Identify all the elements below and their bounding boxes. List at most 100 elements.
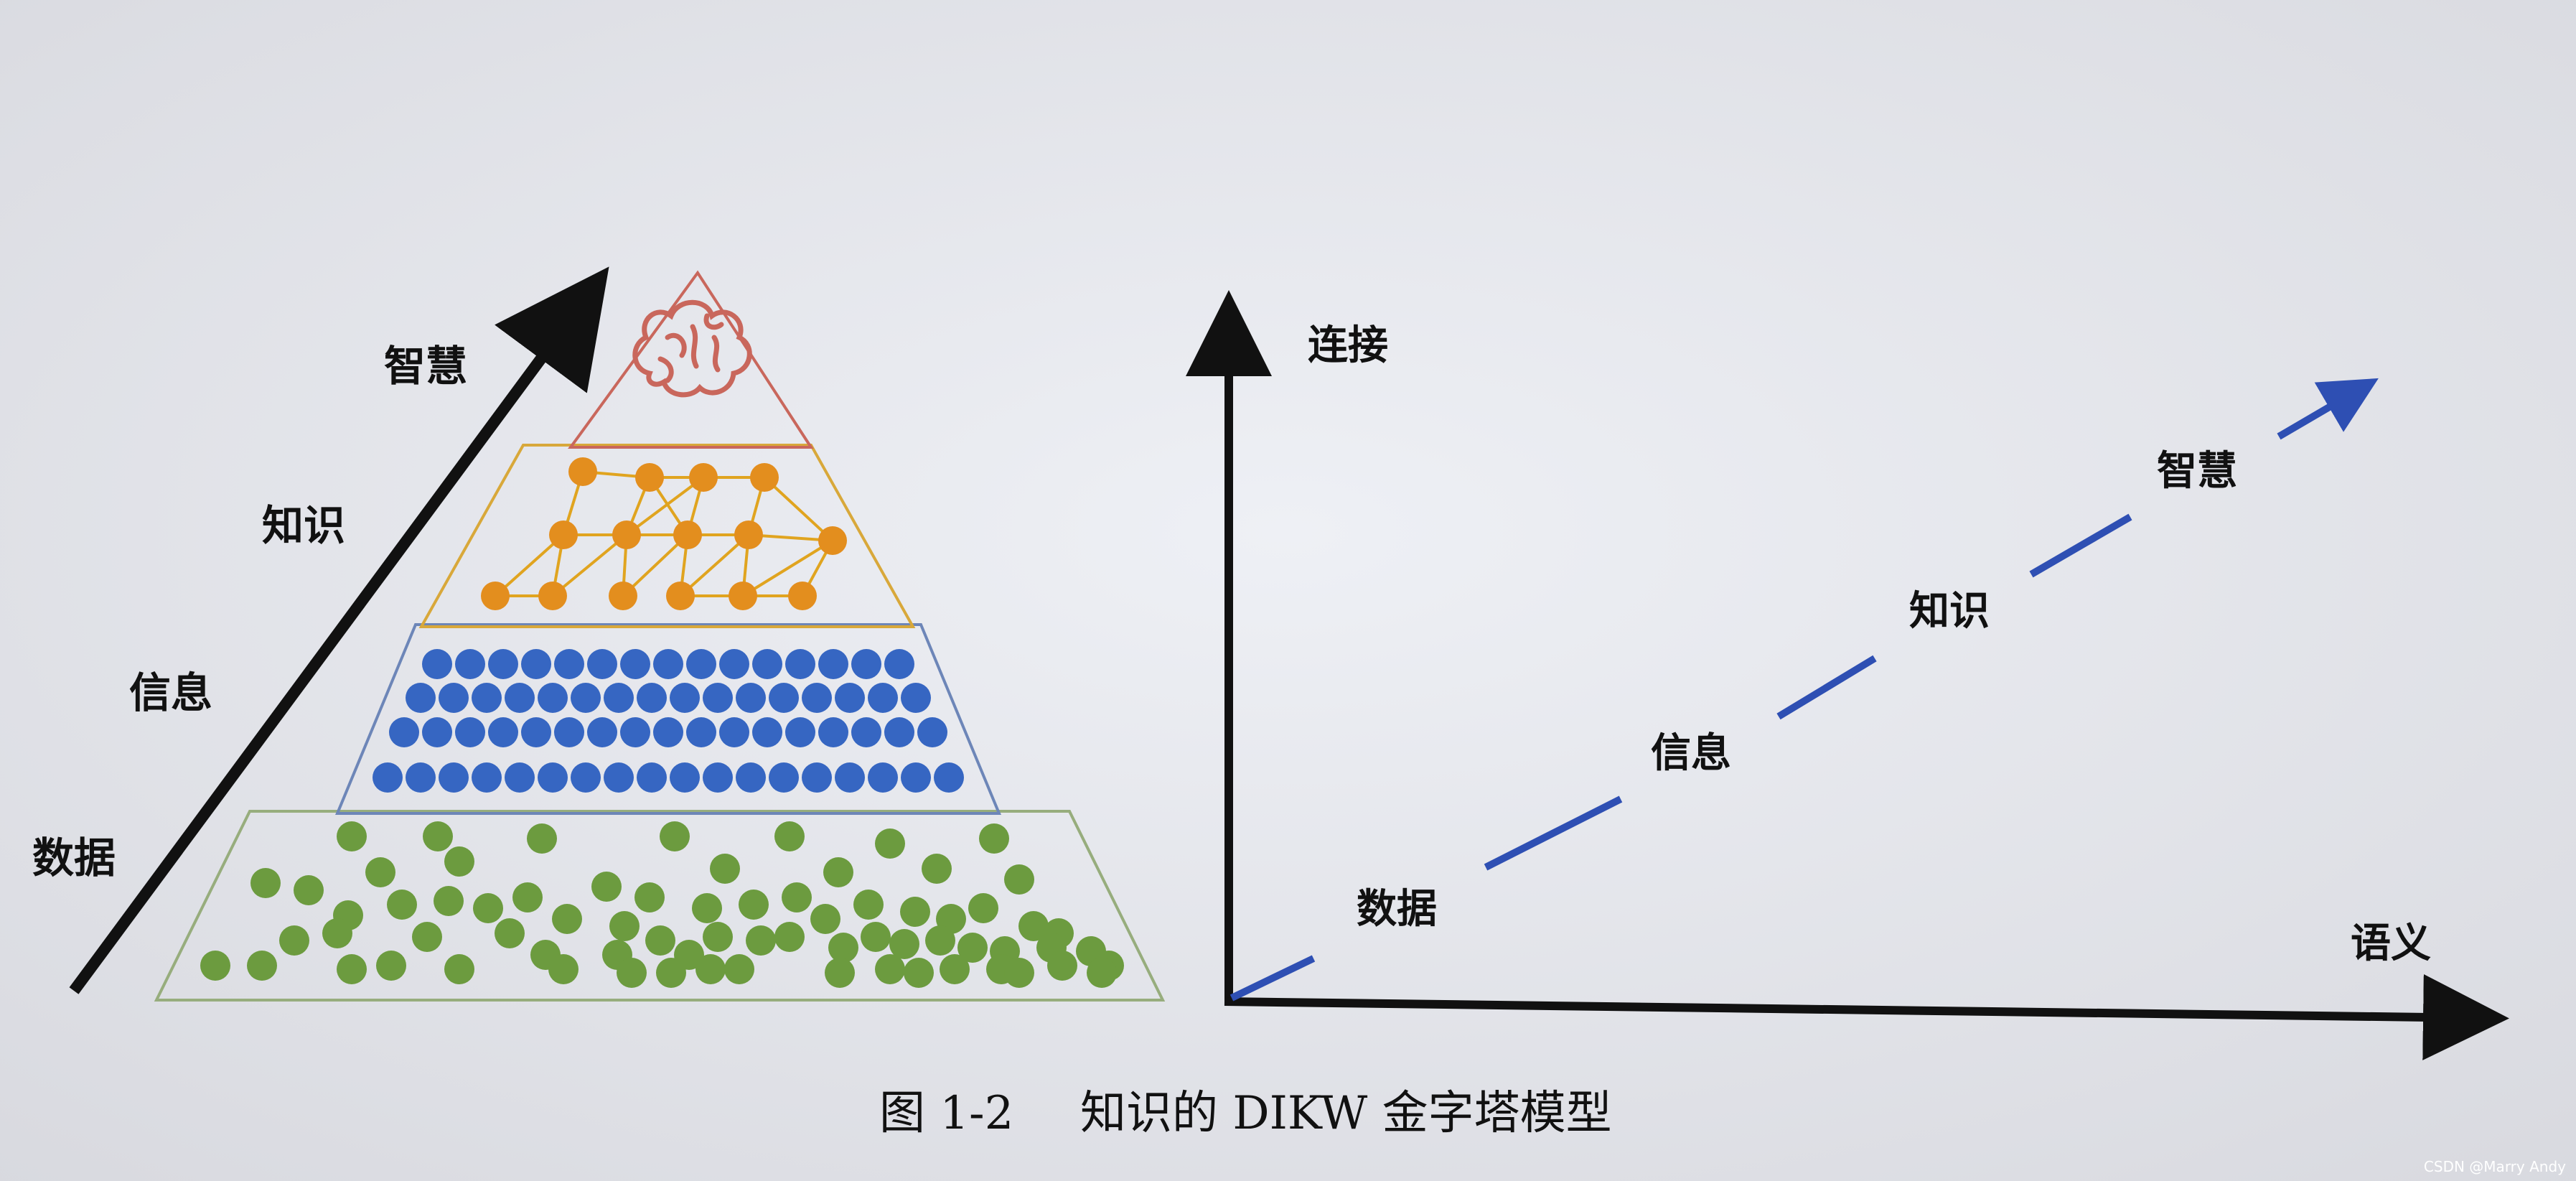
information-dot xyxy=(686,717,716,747)
data-dot xyxy=(823,857,853,887)
knowledge-link xyxy=(741,539,834,597)
knowledge-node xyxy=(666,582,695,610)
information-dot xyxy=(505,762,535,793)
data-dot xyxy=(900,897,930,927)
data-dot xyxy=(337,954,367,984)
caption-title: 知识的 DIKW 金字塔模型 xyxy=(1080,1087,1612,1140)
knowledge-link xyxy=(622,533,689,597)
information-dot xyxy=(752,649,782,679)
watermark: CSDN @Marry Andy xyxy=(2424,1158,2566,1175)
information-dot xyxy=(901,683,931,713)
data-dot xyxy=(1018,911,1049,941)
data-dot xyxy=(279,925,309,956)
information-dot xyxy=(884,649,914,679)
information-dot xyxy=(455,717,485,747)
data-dot xyxy=(1004,864,1034,895)
chart-label-wisdom: 智慧 xyxy=(2157,448,2237,495)
data-dot xyxy=(434,886,464,916)
data-dot xyxy=(922,854,952,884)
chart-label-knowledge: 知识 xyxy=(1909,588,1990,635)
information-dot xyxy=(769,762,799,793)
data-dot xyxy=(695,954,726,984)
chart-label-data: 数据 xyxy=(1357,886,1437,933)
brain-icon xyxy=(632,299,752,398)
data-dot xyxy=(591,872,622,902)
information-dot xyxy=(406,683,436,713)
information-dot xyxy=(521,717,551,747)
data-dot xyxy=(634,882,665,912)
data-dot xyxy=(444,954,474,984)
data-dot xyxy=(828,933,858,963)
information-dot xyxy=(835,762,865,793)
data-dot xyxy=(337,821,367,851)
data-dot xyxy=(656,958,686,988)
knowledge-node xyxy=(673,521,702,549)
information-dot xyxy=(587,717,617,747)
knowledge-link xyxy=(679,533,750,597)
information-dot xyxy=(554,717,584,747)
data-dot xyxy=(294,875,324,905)
information-dot xyxy=(785,649,815,679)
knowledge-network xyxy=(481,457,847,610)
information-dot xyxy=(736,683,766,713)
pyramid-label-knowledge: 知识 xyxy=(262,501,345,550)
data-dot xyxy=(412,922,442,952)
information-dot xyxy=(422,717,452,747)
information-dot xyxy=(472,683,502,713)
data-dot xyxy=(746,925,776,956)
data-dot xyxy=(548,954,579,984)
information-dot xyxy=(736,762,766,793)
knowledge-link xyxy=(551,533,628,597)
knowledge-node xyxy=(750,463,779,492)
data-dot xyxy=(423,821,453,851)
information-dot xyxy=(670,683,700,713)
trend-segment xyxy=(1776,655,1877,720)
information-dot xyxy=(488,717,518,747)
data-dot xyxy=(861,922,891,952)
data-dot xyxy=(782,882,812,912)
knowledge-node xyxy=(612,521,641,549)
data-dot xyxy=(250,868,281,898)
data-dot xyxy=(904,958,934,988)
knowledge-link xyxy=(625,476,705,536)
knowledge-node xyxy=(549,521,578,549)
knowledge-link xyxy=(763,476,834,542)
information-dot xyxy=(752,717,782,747)
dikw-chart-panel: 连接 语义 数据 信息 知识 智慧 xyxy=(1186,290,2509,1060)
pyramid-panel: 智慧 知识 信息 数据 xyxy=(32,266,1166,1002)
information-dot xyxy=(538,762,568,793)
data-dot xyxy=(495,918,525,948)
information-dot xyxy=(653,649,683,679)
knowledge-node xyxy=(818,526,847,555)
data-dot xyxy=(609,911,640,941)
information-dot xyxy=(422,649,452,679)
information-dot xyxy=(653,717,683,747)
information-dot xyxy=(818,649,848,679)
information-dot xyxy=(604,762,634,793)
data-dot xyxy=(322,918,352,948)
x-axis-label: 语义 xyxy=(2351,920,2431,967)
information-dot xyxy=(901,762,931,793)
data-dot xyxy=(925,925,955,956)
data-dot xyxy=(979,823,1009,854)
knowledge-node xyxy=(729,582,757,610)
data-dot xyxy=(692,893,722,923)
information-dot xyxy=(455,649,485,679)
knowledge-node xyxy=(609,582,637,610)
data-dot xyxy=(365,857,395,887)
data-dots xyxy=(200,821,1124,988)
trend-segment xyxy=(1484,795,1623,871)
trend-segment xyxy=(1230,955,1316,1002)
data-dot xyxy=(617,958,647,988)
information-dot xyxy=(703,683,733,713)
data-dot xyxy=(660,821,690,851)
data-dot xyxy=(473,893,503,923)
information-dot xyxy=(851,649,881,679)
data-dot xyxy=(645,925,675,956)
data-dot xyxy=(444,846,474,877)
knowledge-link xyxy=(494,533,565,597)
information-dot xyxy=(884,717,914,747)
y-axis-label: 连接 xyxy=(1308,322,1388,369)
information-dot xyxy=(571,683,601,713)
